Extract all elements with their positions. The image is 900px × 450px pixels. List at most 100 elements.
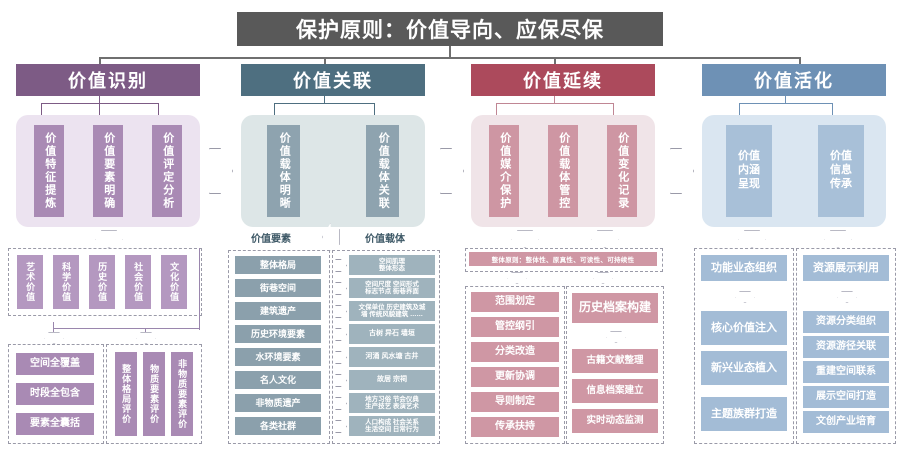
chip-carrier-4[interactable]: 河涌 风水塘 古井 <box>349 347 435 367</box>
down-arrow-archive-icon <box>606 331 626 343</box>
group-box-value-carriers: 空间肌理 整体形态 空间尺度 空间形式 标志节点 街巷界面 文保单位 历史建筑及… <box>332 250 440 444</box>
chip-social-value[interactable]: 社会价值 <box>125 255 151 309</box>
chip-resource-2[interactable]: 重建空间联系 <box>803 361 889 383</box>
trunk-drop-4 <box>799 57 801 65</box>
down-arrow-principle-left-icon <box>507 272 527 284</box>
down-arrow-principle-right-icon <box>593 272 613 284</box>
chip-overall-pattern-evaluation[interactable]: 整体格局评价 <box>115 352 137 436</box>
stage-panel-1: 价值特征提炼 价值要素明确 价值评定分析 <box>16 115 200 227</box>
stage-panel-4: 价值 内涵 呈现 价值 信息 传承 <box>702 115 886 227</box>
group-box-function-format: 功能业态组织 核心价值注入 新兴业态植入 主题族群打造 <box>694 248 794 444</box>
chip-control-0[interactable]: 范围划定 <box>471 292 559 312</box>
stage-box-media-protection[interactable]: 价值媒介保护 <box>489 125 519 217</box>
column-value-activation: 价值活化 价值 内涵 呈现 价值 信息 传承 功能业态组织 核心价值注入 新兴业… <box>694 60 896 446</box>
stage-box-value-connotation-presentation[interactable]: 价值 内涵 呈现 <box>726 125 772 217</box>
chip-element-5[interactable]: 名人文化 <box>235 371 321 389</box>
trunk-drop-2 <box>324 57 326 65</box>
group-box-evaluation: 整体格局评价 物质要素评价 非物质要素评价 <box>106 344 202 444</box>
chip-carrier-1[interactable]: 空间尺度 空间形式 标志节点 街巷界面 <box>349 278 435 298</box>
chip-carrier-0[interactable]: 空间肌理 整体形态 <box>349 255 435 275</box>
chip-resource-1[interactable]: 资源游径关联 <box>803 336 889 358</box>
down-arrow-col3-left-icon <box>511 230 539 248</box>
function-format-title[interactable]: 功能业态组织 <box>701 255 787 281</box>
down-arrow-group-b-icon <box>44 332 64 344</box>
stage-panel-3: 价值媒介保护 价值载体管控 价值变化记录 <box>471 115 655 227</box>
column-header-value-identification[interactable]: 价值识别 <box>16 64 200 96</box>
chip-resource-4[interactable]: 文创产业培育 <box>803 411 889 433</box>
chip-carrier-7[interactable]: 人口构成 社会关系 生活空间 日常行为 <box>349 416 435 436</box>
right-arrow-col2-icon <box>322 223 340 251</box>
chip-resource-3[interactable]: 展示空间打造 <box>803 386 889 408</box>
trunk-vertical <box>449 46 451 58</box>
down-arrow-col3-right-icon <box>591 230 619 248</box>
group-box-value-elements: 整体格局 街巷空间 建筑遗产 历史环境要素 水环境要素 名人文化 非物质遗产 各… <box>228 250 330 444</box>
stage-box-carrier-control[interactable]: 价值载体管控 <box>548 125 578 217</box>
connector-bottom-rail <box>53 328 200 330</box>
stage-box-value-element-clarity[interactable]: 价值要素明确 <box>93 125 123 217</box>
link-arrow-4-icon <box>335 351 347 364</box>
chip-carrier-3[interactable]: 古树 异石 墙垣 <box>349 324 435 344</box>
column-header-value-association[interactable]: 价值关联 <box>241 64 425 96</box>
connector-drop-left <box>53 322 55 340</box>
chip-material-element-evaluation[interactable]: 物质要素评价 <box>143 352 165 436</box>
chip-control-2[interactable]: 分类改造 <box>471 342 559 362</box>
chip-art-value[interactable]: 艺术价值 <box>17 255 43 309</box>
chevron-arrow-3-icon <box>670 148 694 194</box>
chip-control-1[interactable]: 管控纲引 <box>471 317 559 337</box>
chip-culture-value[interactable]: 文化价值 <box>161 255 187 309</box>
archive-title[interactable]: 历史档案构建 <box>572 293 658 323</box>
stage-box-carrier-association[interactable]: 价值载体关联 <box>366 125 399 217</box>
column-value-continuation: 价值延续 价值媒介保护 价值载体管控 价值变化记录 整体原则：整体性、原真性、可… <box>463 60 664 446</box>
down-arrow-function-icon <box>735 291 755 303</box>
link-arrow-3-icon <box>335 328 347 341</box>
chip-element-full-coverage[interactable]: 要素全囊括 <box>16 413 94 435</box>
chip-intangible-element-evaluation[interactable]: 非物质要素评价 <box>171 352 193 436</box>
trunk-horizontal <box>99 57 801 59</box>
chip-control-5[interactable]: 传承扶持 <box>471 417 559 437</box>
group-box-coverage: 空间全覆盖 时段全包含 要素全囊括 <box>8 344 104 444</box>
chip-element-6[interactable]: 非物质遗产 <box>235 394 321 412</box>
chip-carrier-2[interactable]: 文保单位 历史建筑及城 墙 传统风貌建筑 …… <box>349 301 435 321</box>
chip-function-0[interactable]: 核心价值注入 <box>701 311 787 345</box>
chip-resource-0[interactable]: 资源分类组织 <box>803 311 889 333</box>
link-arrow-6-icon <box>335 397 347 410</box>
stage-box-value-information-inheritance[interactable]: 价值 信息 传承 <box>818 125 864 217</box>
chip-carrier-5[interactable]: 故居 宗祠 <box>349 370 435 390</box>
chip-function-2[interactable]: 主题族群打造 <box>701 397 787 431</box>
column-header-value-activation[interactable]: 价值活化 <box>702 64 886 96</box>
chip-science-value[interactable]: 科学价值 <box>53 255 79 309</box>
stage-box-carrier-clarity[interactable]: 价值载体明晰 <box>267 125 300 217</box>
column-value-association: 价值关联 价值载体明晰 价值载体关联 价值要素 价值载体 整体格局 街巷空间 建… <box>228 60 440 446</box>
stage-box-value-assessment-analysis[interactable]: 价值评定分析 <box>152 125 182 217</box>
group-box-control-items: 范围划定 管控纲引 分类改造 更新协调 导则制定 传承扶持 <box>465 286 565 444</box>
chip-element-0[interactable]: 整体格局 <box>235 256 321 274</box>
column-header-value-continuation[interactable]: 价值延续 <box>471 64 655 96</box>
chip-control-4[interactable]: 导则制定 <box>471 392 559 412</box>
stage-box-change-record[interactable]: 价值变化记录 <box>607 125 637 217</box>
chip-element-2[interactable]: 建筑遗产 <box>235 302 321 320</box>
stage-box-value-feature-extraction[interactable]: 价值特征提炼 <box>34 125 64 217</box>
chip-space-full-coverage[interactable]: 空间全覆盖 <box>16 353 94 375</box>
chip-function-1[interactable]: 新兴业态植入 <box>701 351 787 385</box>
principle-banner-box: 整体原则：整体性、原真性、可读性、可持续性 <box>465 248 663 272</box>
down-arrow-resource-icon <box>837 291 857 303</box>
chip-archive-1[interactable]: 信息档案建立 <box>572 379 658 403</box>
chip-archive-2[interactable]: 实时动态监测 <box>572 409 658 433</box>
chip-period-full-inclusion[interactable]: 时段全包含 <box>16 383 94 405</box>
resource-display-title[interactable]: 资源展示利用 <box>803 255 889 281</box>
chip-history-value[interactable]: 历史价值 <box>89 255 115 309</box>
chip-element-7[interactable]: 各类社群 <box>235 417 321 435</box>
chip-control-3[interactable]: 更新协调 <box>471 367 559 387</box>
link-arrow-2-icon <box>335 305 347 318</box>
link-arrow-7-icon <box>335 420 347 433</box>
chip-archive-0[interactable]: 古籍文献整理 <box>572 349 658 373</box>
down-arrow-col1-icon <box>95 230 123 248</box>
group-box-resource-display: 资源展示利用 资源分类组织 资源游径关联 重建空间联系 展示空间打造 文创产业培… <box>796 248 896 444</box>
chip-element-1[interactable]: 街巷空间 <box>235 279 321 297</box>
link-arrow-1-icon <box>335 282 347 295</box>
chip-element-3[interactable]: 历史环境要素 <box>235 325 321 343</box>
chip-element-4[interactable]: 水环境要素 <box>235 348 321 366</box>
column-value-identification: 价值识别 价值特征提炼 价值要素明确 价值评定分析 艺术价值 科学价值 历史价值… <box>8 60 208 446</box>
chip-carrier-6[interactable]: 地方习俗 节会仪典 生产技艺 表演艺术 <box>349 393 435 413</box>
